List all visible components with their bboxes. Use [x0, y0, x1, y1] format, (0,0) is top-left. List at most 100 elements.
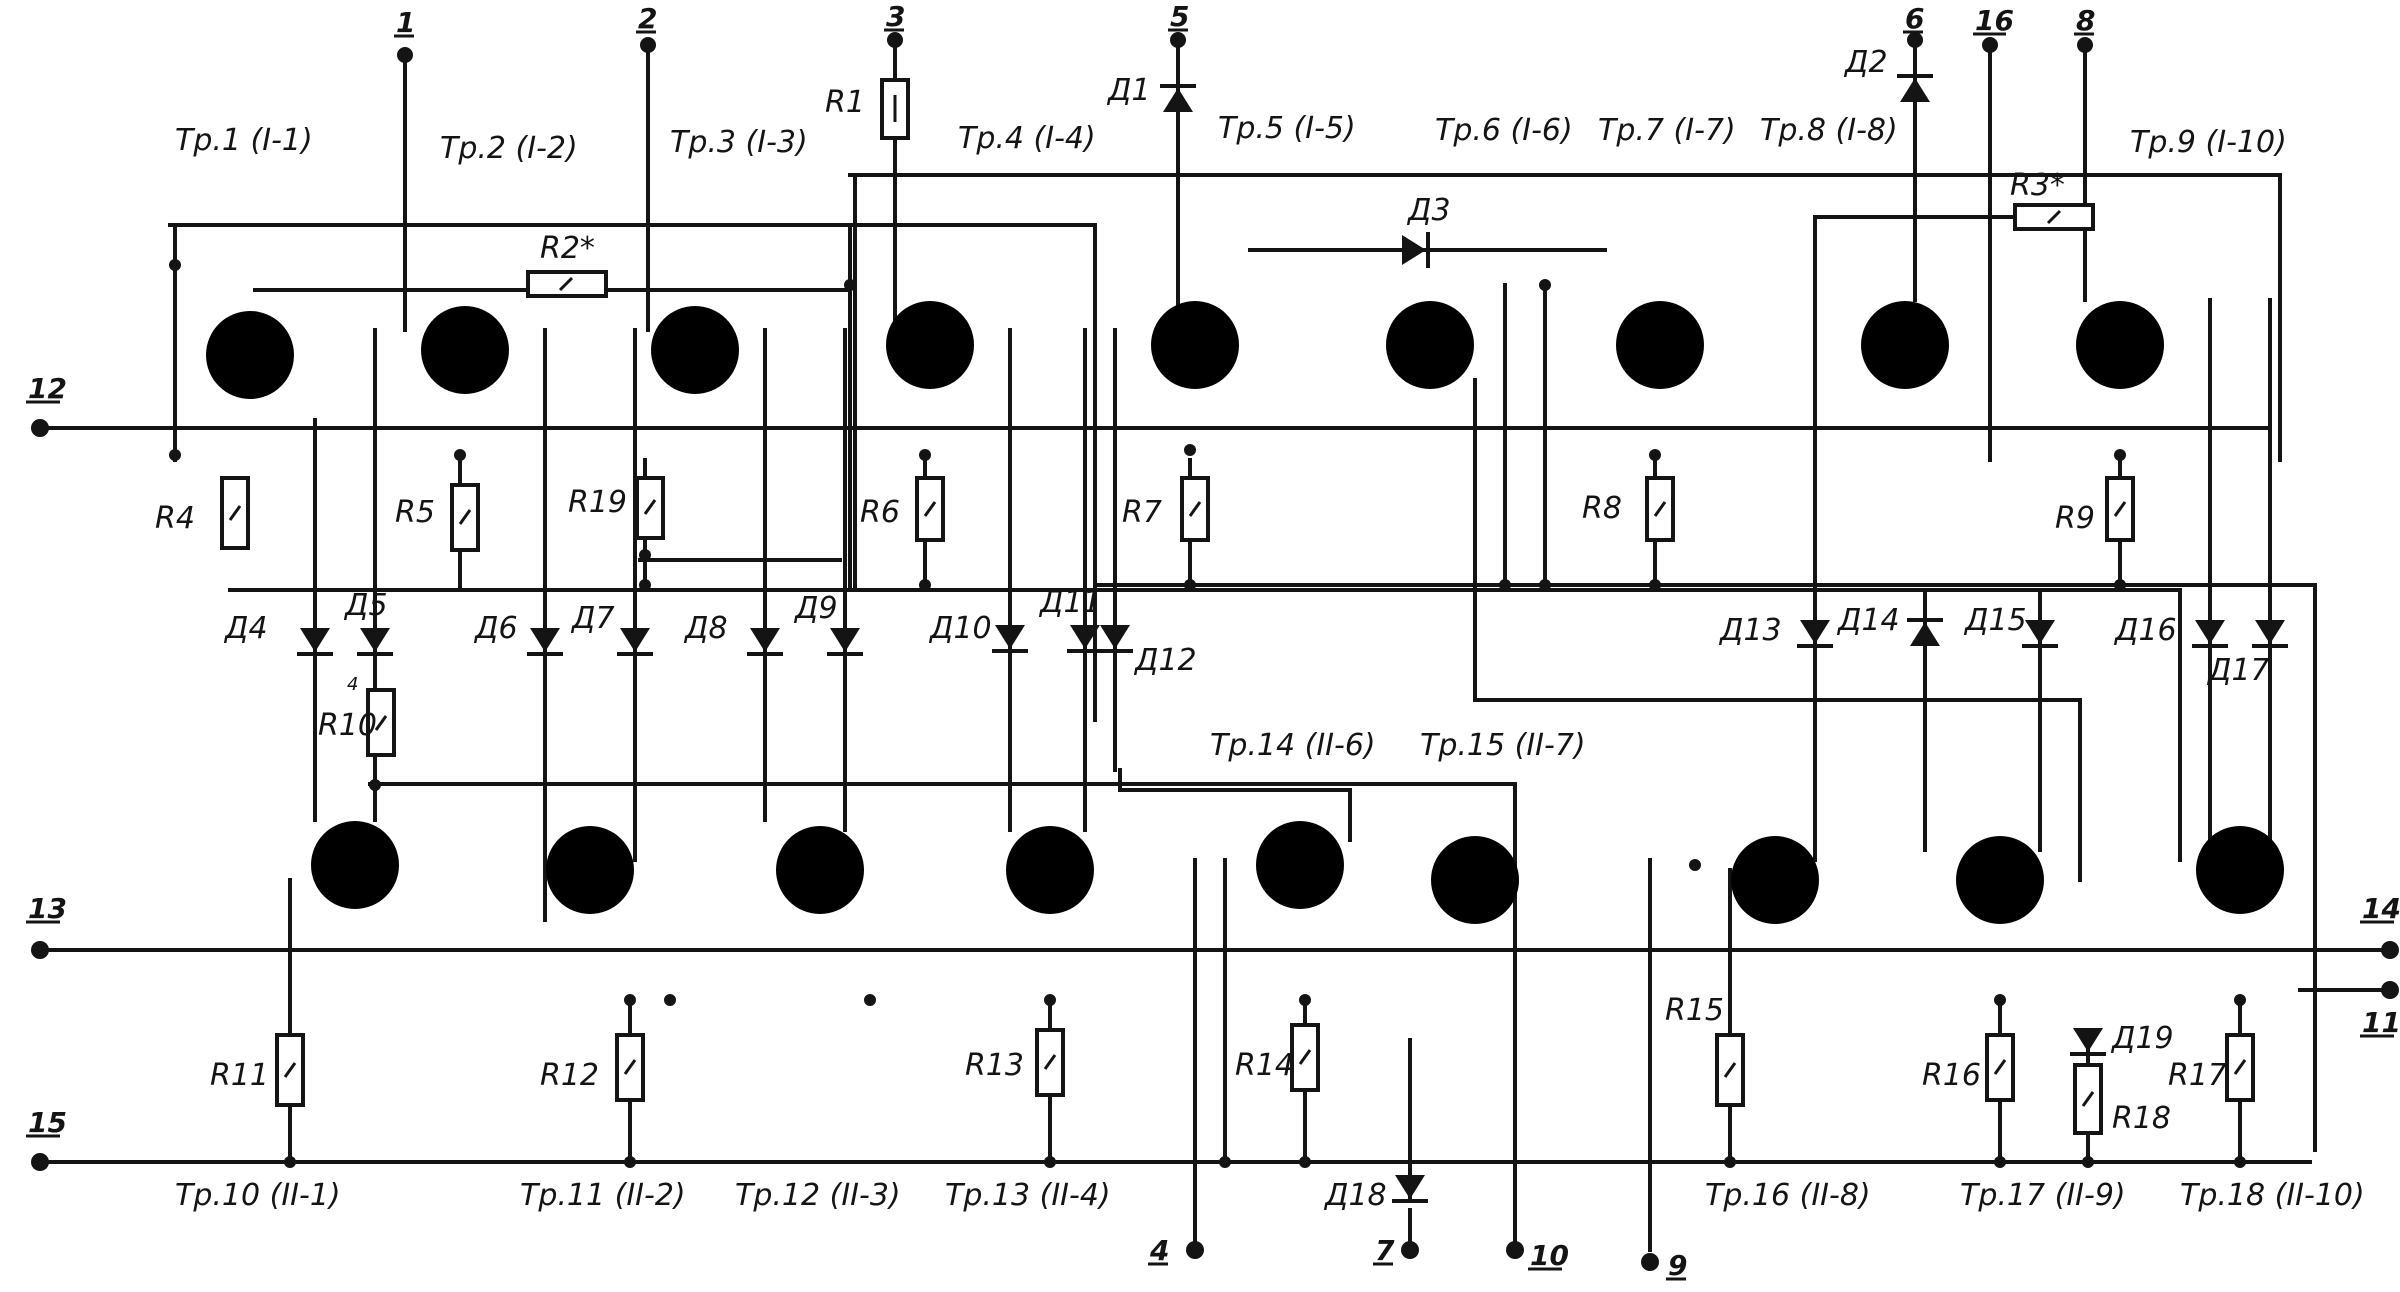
tube-tr14: [1256, 821, 1344, 909]
label-r10-note: 4: [347, 674, 358, 695]
label-d11: Д11: [1038, 585, 1102, 620]
label-tr13: Тр.13 (II-4): [945, 1178, 1111, 1213]
pin-label-8: 8: [2076, 4, 2095, 37]
diode-d17: [2252, 620, 2288, 648]
pin-label-13: 13: [28, 892, 67, 925]
diode-labels: Д1 Д2 Д3 Д4 Д5 Д6 Д7 Д8 Д9 Д10 Д11 Д12 Д…: [223, 45, 2270, 1213]
resistor-r16: [1985, 1033, 2015, 1102]
label-r13: R13: [965, 1048, 1024, 1083]
diode-d10: [992, 625, 1028, 653]
terminals: [31, 32, 2399, 1271]
label-tr4: Тр.4 (I-4): [958, 121, 1096, 156]
tube-tr3: [651, 306, 739, 394]
diode-d12: [1097, 625, 1133, 653]
label-tr2: Тр.2 (I-2): [440, 131, 578, 166]
label-d18: Д18: [1323, 1178, 1387, 1213]
resistor-r6: [915, 476, 945, 542]
resistors: [220, 78, 2255, 1135]
terminal-5: [1170, 32, 1186, 48]
tube-tr13: [1006, 826, 1094, 914]
pin-label-9: 9: [1668, 1249, 1687, 1282]
tube-tr18: [2196, 826, 2284, 914]
terminal-2: [640, 37, 656, 53]
diode-d8: [747, 628, 783, 656]
terminal-1: [397, 47, 413, 63]
label-tr10: Тр.10 (II-1): [175, 1178, 341, 1213]
junctions: [169, 259, 2246, 1168]
label-tr8: Тр.8 (I-8): [1760, 113, 1898, 148]
resistor-r9: [2105, 476, 2135, 542]
terminal-14: [2381, 941, 2399, 959]
label-tr7: Тр.7 (I-7): [1598, 113, 1736, 148]
tube-tr8: [1861, 301, 1949, 389]
label-r6: R6: [860, 495, 900, 530]
pin-label-7: 7: [1375, 1234, 1395, 1267]
resistor-r1: [880, 78, 910, 140]
pin-label-1: 1: [396, 6, 415, 39]
tube-tr5: [1151, 301, 1239, 389]
label-d5: Д5: [343, 588, 388, 623]
tube-tr7: [1616, 301, 1704, 389]
label-d12: Д12: [1133, 643, 1197, 678]
resistor-r4: [220, 476, 250, 550]
pin-label-10: 10: [1530, 1239, 1569, 1272]
label-r10: R10: [318, 708, 377, 743]
label-tr3: Тр.3 (I-3): [670, 125, 808, 160]
label-tr11: Тр.11 (II-2): [520, 1178, 686, 1213]
resistor-r7: [1180, 476, 1210, 542]
label-r16: R16: [1922, 1058, 1981, 1093]
label-d4: Д4: [223, 611, 268, 646]
resistor-r15: [1715, 1033, 1745, 1107]
terminal-4: [1186, 1241, 1204, 1259]
label-r4: R4: [155, 501, 195, 536]
resistor-r14: [1290, 1023, 1320, 1092]
label-r18: R18: [2112, 1101, 2171, 1136]
pin-label-6: 6: [1905, 2, 1924, 35]
tube-tr10: [311, 821, 399, 909]
label-tr5: Тр.5 (I-5): [1218, 111, 1356, 146]
label-d1: Д1: [1106, 73, 1151, 108]
terminal-10: [1506, 1241, 1524, 1259]
label-tr15: Тр.15 (II-7): [1420, 728, 1586, 763]
diode-d15: [2022, 620, 2058, 648]
tube-tr11: [546, 826, 634, 914]
resistor-r10: [366, 688, 396, 757]
diode-d4: [297, 628, 333, 656]
wiring: [38, 38, 2392, 1252]
label-d14: Д14: [1836, 603, 1900, 638]
terminal-15: [31, 1153, 49, 1171]
label-r15: R15: [1665, 993, 1724, 1028]
label-r14: R14: [1235, 1048, 1294, 1083]
diode-d1: [1160, 84, 1196, 112]
tube-tr9: [2076, 301, 2164, 389]
label-r7: R7: [1122, 495, 1162, 530]
resistor-labels: R1 R2* R3* R4 R5 R19 R6 R7 R8 R9 R10 R11…: [155, 85, 2227, 1136]
resistor-r5: [450, 483, 480, 552]
diode-d16: [2192, 620, 2228, 648]
diode-d3: [1402, 232, 1430, 268]
pin-label-5: 5: [1170, 0, 1189, 33]
tube-tr17: [1956, 836, 2044, 924]
tube-tr6: [1386, 301, 1474, 389]
resistor-r8: [1645, 476, 1675, 542]
diode-d7: [617, 628, 653, 656]
resistor-r12: [615, 1033, 645, 1102]
label-tr16: Тр.16 (II-8): [1705, 1178, 1871, 1213]
diode-d18: [1392, 1175, 1428, 1203]
diode-d19: [2070, 1028, 2106, 1056]
label-d8: Д8: [683, 611, 728, 646]
label-tr14: Тр.14 (II-6): [1210, 728, 1376, 763]
label-d2: Д2: [1843, 45, 1888, 80]
label-tr9: Тр.9 (I-10): [2130, 125, 2287, 160]
terminal-9: [1641, 1253, 1659, 1271]
label-r2: R2*: [540, 231, 595, 266]
resistor-r2: [526, 270, 608, 298]
terminal-8: [2077, 37, 2093, 53]
label-d10: Д10: [928, 611, 992, 646]
label-d6: Д6: [473, 611, 518, 646]
terminal-6: [1907, 32, 1923, 48]
label-r19: R19: [568, 485, 627, 520]
resistor-r18: [2073, 1063, 2103, 1135]
diode-d14: [1907, 618, 1943, 646]
label-d19: Д19: [2110, 1021, 2174, 1056]
